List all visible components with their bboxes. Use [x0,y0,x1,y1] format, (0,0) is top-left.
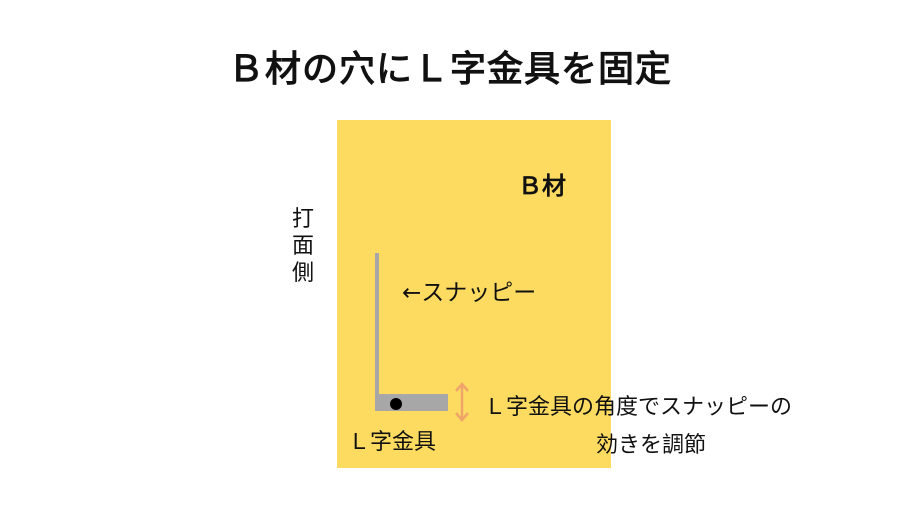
note-line-1: Ｌ字金具の角度でスナッピーの [484,395,793,420]
l-bracket [377,394,448,411]
double-arrow-icon [455,382,469,422]
bracket-hole [390,398,402,410]
striking-side-label: 打 面 側 [288,206,318,287]
side-label-char: 打 [291,207,314,232]
adjustment-note: Ｌ字金具の角度でスナッピーの 効きを調節 [484,389,792,465]
snappy-wire [375,253,379,411]
side-label-char: 面 [291,234,314,259]
side-label-char: 側 [291,261,314,286]
bracket-label: Ｌ字金具 [348,430,437,455]
note-line-2: 効きを調節 [596,433,707,458]
board-label: Ｂ材 [518,172,566,200]
page-title: Ｂ材の穴にＬ字金具を固定 [227,49,672,90]
snappy-label: ←スナッピー [402,280,537,306]
